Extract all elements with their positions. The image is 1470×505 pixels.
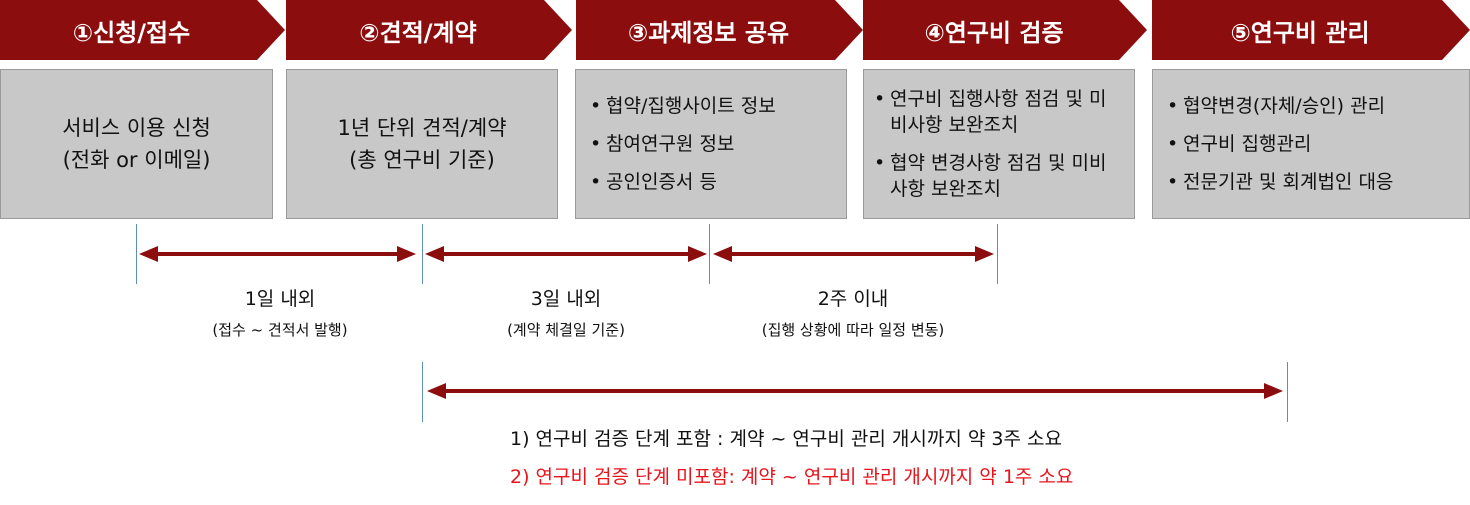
stage-line: (총 연구비 기준) bbox=[349, 148, 495, 172]
bullet: • bbox=[590, 95, 602, 117]
duration-arrow-2 bbox=[425, 246, 707, 262]
list-item: •전문기관 및 회계법인 대응 bbox=[1167, 169, 1461, 195]
list-item: •연구비 집행관리 bbox=[1167, 131, 1461, 157]
stage-header-1: ①신청/접수 bbox=[0, 0, 285, 60]
guide-line-2 bbox=[422, 224, 423, 284]
list-item: •연구비 집행사항 점검 및 미비사항 보완조치 bbox=[874, 86, 1120, 138]
stage-title: ①신청/접수 bbox=[72, 18, 191, 47]
stage-box-1: 서비스 이용 신청 (전화 or 이메일) bbox=[0, 69, 273, 219]
stage-box-2: 1년 단위 견적/계약 (총 연구비 기준) bbox=[286, 69, 558, 219]
duration-label-1: 1일 내외 bbox=[244, 288, 316, 310]
stage-box-5: •협약변경(자체/승인) 관리 •연구비 집행관리 •전문기관 및 회계법인 대… bbox=[1152, 69, 1470, 219]
stage-header-3: ③과제정보 공유 bbox=[576, 0, 863, 60]
stage-title: ⑤연구비 관리 bbox=[1230, 18, 1370, 47]
stage-header-2: ②견적/계약 bbox=[286, 0, 572, 60]
bullet: • bbox=[1167, 171, 1179, 193]
item-text: 전문기관 및 회계법인 대응 bbox=[1183, 171, 1394, 193]
duration-note-1: (접수 ~ 견적서 발행) bbox=[212, 321, 348, 339]
bullet: • bbox=[874, 88, 886, 110]
duration-arrow-1 bbox=[139, 246, 416, 262]
guide-line-3 bbox=[709, 224, 710, 284]
stage-title: ②견적/계약 bbox=[359, 18, 477, 47]
stage-box-3: •협약/집행사이트 정보 •참여연구원 정보 •공인인증서 등 bbox=[575, 69, 847, 219]
guide-line-1 bbox=[136, 224, 137, 284]
stage-header-4: ④연구비 검증 bbox=[863, 0, 1147, 60]
summary-note-1: 1) 연구비 검증 단계 포함 : 계약 ~ 연구비 관리 개시까지 약 3주 … bbox=[510, 428, 1062, 450]
item-text: 협약/집행사이트 정보 bbox=[606, 95, 776, 117]
guide-line-6 bbox=[1287, 362, 1288, 422]
item-text: 참여연구원 정보 bbox=[606, 133, 735, 155]
bullet: • bbox=[874, 152, 886, 174]
stage-line: (전화 or 이메일) bbox=[62, 148, 211, 172]
duration-note-3: (집행 상황에 따라 일정 변동) bbox=[761, 321, 945, 339]
bullet: • bbox=[590, 171, 602, 193]
stage-line: 서비스 이용 신청 bbox=[62, 116, 211, 140]
duration-label-2: 3일 내외 bbox=[530, 288, 602, 310]
total-arrow bbox=[427, 383, 1283, 399]
guide-line-4 bbox=[997, 224, 998, 284]
guide-line-5 bbox=[422, 362, 423, 422]
item-text: 공인인증서 등 bbox=[606, 171, 717, 193]
list-item: •협약/집행사이트 정보 bbox=[590, 93, 838, 119]
duration-note-2: (계약 체결일 기준) bbox=[507, 321, 625, 339]
item-text: 연구비 집행사항 점검 및 미비사항 보완조치 bbox=[890, 88, 1107, 136]
stage-line: 1년 단위 견적/계약 bbox=[337, 116, 507, 140]
item-text: 협약 변경사항 점검 및 미비사항 보완조치 bbox=[890, 152, 1107, 200]
list-item: •참여연구원 정보 bbox=[590, 131, 838, 157]
bullet: • bbox=[1167, 133, 1179, 155]
item-text: 연구비 집행관리 bbox=[1183, 133, 1312, 155]
bullet: • bbox=[590, 133, 602, 155]
stage-box-4: •연구비 집행사항 점검 및 미비사항 보완조치 •협약 변경사항 점검 및 미… bbox=[863, 69, 1135, 219]
list-item: •협약 변경사항 점검 및 미비사항 보완조치 bbox=[874, 150, 1120, 202]
stage-header-5: ⑤연구비 관리 bbox=[1152, 0, 1470, 60]
stage-title: ③과제정보 공유 bbox=[627, 18, 790, 47]
duration-arrow-3 bbox=[713, 246, 994, 262]
item-text: 협약변경(자체/승인) 관리 bbox=[1183, 95, 1386, 117]
list-item: •협약변경(자체/승인) 관리 bbox=[1167, 93, 1461, 119]
duration-label-3: 2주 이내 bbox=[817, 288, 889, 310]
stage-title: ④연구비 검증 bbox=[924, 18, 1064, 47]
bullet: • bbox=[1167, 95, 1179, 117]
summary-note-2: 2) 연구비 검증 단계 미포함: 계약 ~ 연구비 관리 개시까지 약 1주 … bbox=[510, 466, 1074, 488]
list-item: •공인인증서 등 bbox=[590, 169, 838, 195]
